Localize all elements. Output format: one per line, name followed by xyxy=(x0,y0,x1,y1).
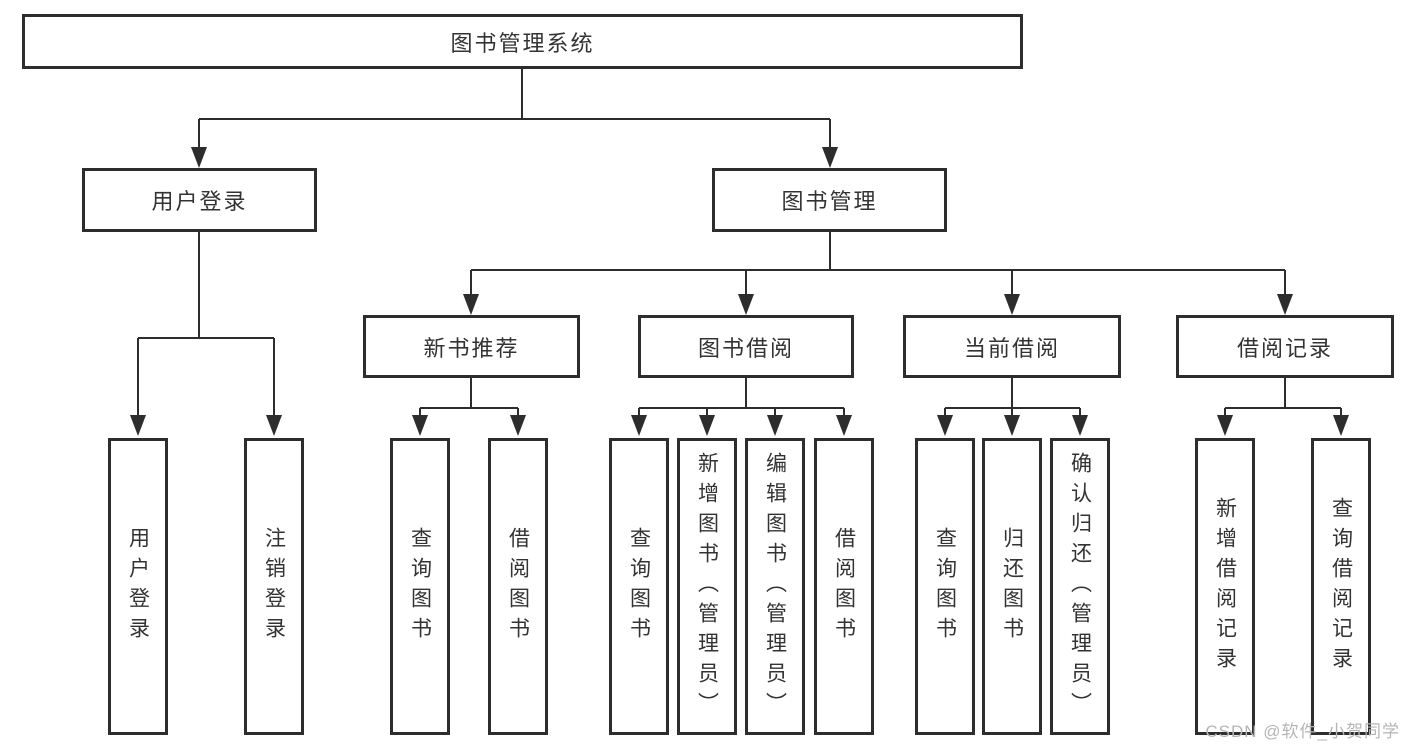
node-borrow-records-label: 借阅记录 xyxy=(1236,335,1333,361)
leaf-logout: 注销登录 xyxy=(244,438,304,735)
node-book-borrow: 图书借阅 xyxy=(638,315,854,378)
node-root: 图书管理系统 xyxy=(22,14,1023,69)
borrow-records-branch-lines xyxy=(1224,378,1342,418)
arrow-icon xyxy=(266,415,282,436)
arrow-icon xyxy=(1004,415,1020,436)
arrow-icon xyxy=(738,294,754,315)
leaf-current-confirm-admin: 确认归还（管理员） xyxy=(1050,438,1110,735)
leaf-borrow-edit-admin: 编辑图书（管理员） xyxy=(745,438,805,735)
arrow-icon xyxy=(767,415,783,436)
node-root-label: 图书管理系统 xyxy=(450,30,595,56)
leaf-records-add-label: 新增借阅记录 xyxy=(1213,496,1237,677)
node-book-borrow-label: 图书借阅 xyxy=(697,335,794,361)
arrow-icon xyxy=(412,415,428,436)
leaf-records-query-label: 查询借阅记录 xyxy=(1329,496,1353,677)
leaf-current-query: 查询图书 xyxy=(915,438,975,735)
arrow-icon xyxy=(463,294,479,315)
leaf-user-login-label: 用户登录 xyxy=(126,526,150,647)
user-login-branch-lines xyxy=(137,232,275,418)
arrow-icon xyxy=(699,415,715,436)
arrow-icon xyxy=(822,147,838,168)
arrow-icon xyxy=(1072,415,1088,436)
arrow-icon xyxy=(1277,294,1293,315)
arrowheads xyxy=(130,147,1349,436)
arrow-icon xyxy=(130,415,146,436)
node-borrow-records: 借阅记录 xyxy=(1176,315,1394,378)
node-new-books-label: 新书推荐 xyxy=(423,335,520,361)
leaf-user-login: 用户登录 xyxy=(108,438,168,735)
leaf-borrow-query: 查询图书 xyxy=(609,438,669,735)
leaf-borrow-query-label: 查询图书 xyxy=(627,526,651,647)
node-book-mgmt: 图书管理 xyxy=(712,168,947,232)
leaf-borrow-add-admin: 新增图书（管理员） xyxy=(677,438,737,735)
leaf-records-query: 查询借阅记录 xyxy=(1311,438,1371,735)
arrow-icon xyxy=(937,415,953,436)
node-user-login: 用户登录 xyxy=(82,168,317,232)
node-book-mgmt-label: 图书管理 xyxy=(781,189,878,214)
node-new-books: 新书推荐 xyxy=(363,315,580,378)
leaf-current-return: 归还图书 xyxy=(982,438,1042,735)
leaf-newbooks-query-label: 查询图书 xyxy=(408,526,432,647)
leaf-current-confirm-admin-label: 确认归还（管理员） xyxy=(1068,451,1092,722)
arrow-icon xyxy=(631,415,647,436)
leaf-records-add: 新增借阅记录 xyxy=(1195,438,1255,735)
leaf-newbooks-borrow: 借阅图书 xyxy=(488,438,548,735)
current-borrow-branch-lines xyxy=(944,378,1081,418)
root-branch-lines xyxy=(198,69,831,150)
leaf-newbooks-query: 查询图书 xyxy=(390,438,450,735)
book-borrow-branch-lines xyxy=(638,378,845,418)
new-books-branch-lines xyxy=(419,378,519,418)
book-mgmt-branch-lines xyxy=(470,232,1286,297)
csdn-watermark: CSDN @软件_小贺同学 xyxy=(1205,722,1400,741)
arrow-icon xyxy=(191,147,207,168)
arrow-icon xyxy=(1004,294,1020,315)
arrow-icon xyxy=(1333,415,1349,436)
leaf-borrow-add-admin-label: 新增图书（管理员） xyxy=(695,451,719,722)
node-user-login-label: 用户登录 xyxy=(151,189,248,214)
leaf-current-return-label: 归还图书 xyxy=(1000,526,1024,647)
leaf-newbooks-borrow-label: 借阅图书 xyxy=(506,526,530,647)
node-current-borrow: 当前借阅 xyxy=(903,315,1121,378)
leaf-borrow-borrow-label: 借阅图书 xyxy=(832,526,856,647)
arrow-icon xyxy=(836,415,852,436)
leaf-current-query-label: 查询图书 xyxy=(933,526,957,647)
leaf-borrow-edit-admin-label: 编辑图书（管理员） xyxy=(763,451,787,722)
leaf-borrow-borrow: 借阅图书 xyxy=(814,438,874,735)
leaf-logout-label: 注销登录 xyxy=(262,526,286,647)
node-current-borrow-label: 当前借阅 xyxy=(963,335,1060,361)
arrow-icon xyxy=(1217,415,1233,436)
arrow-icon xyxy=(510,415,526,436)
